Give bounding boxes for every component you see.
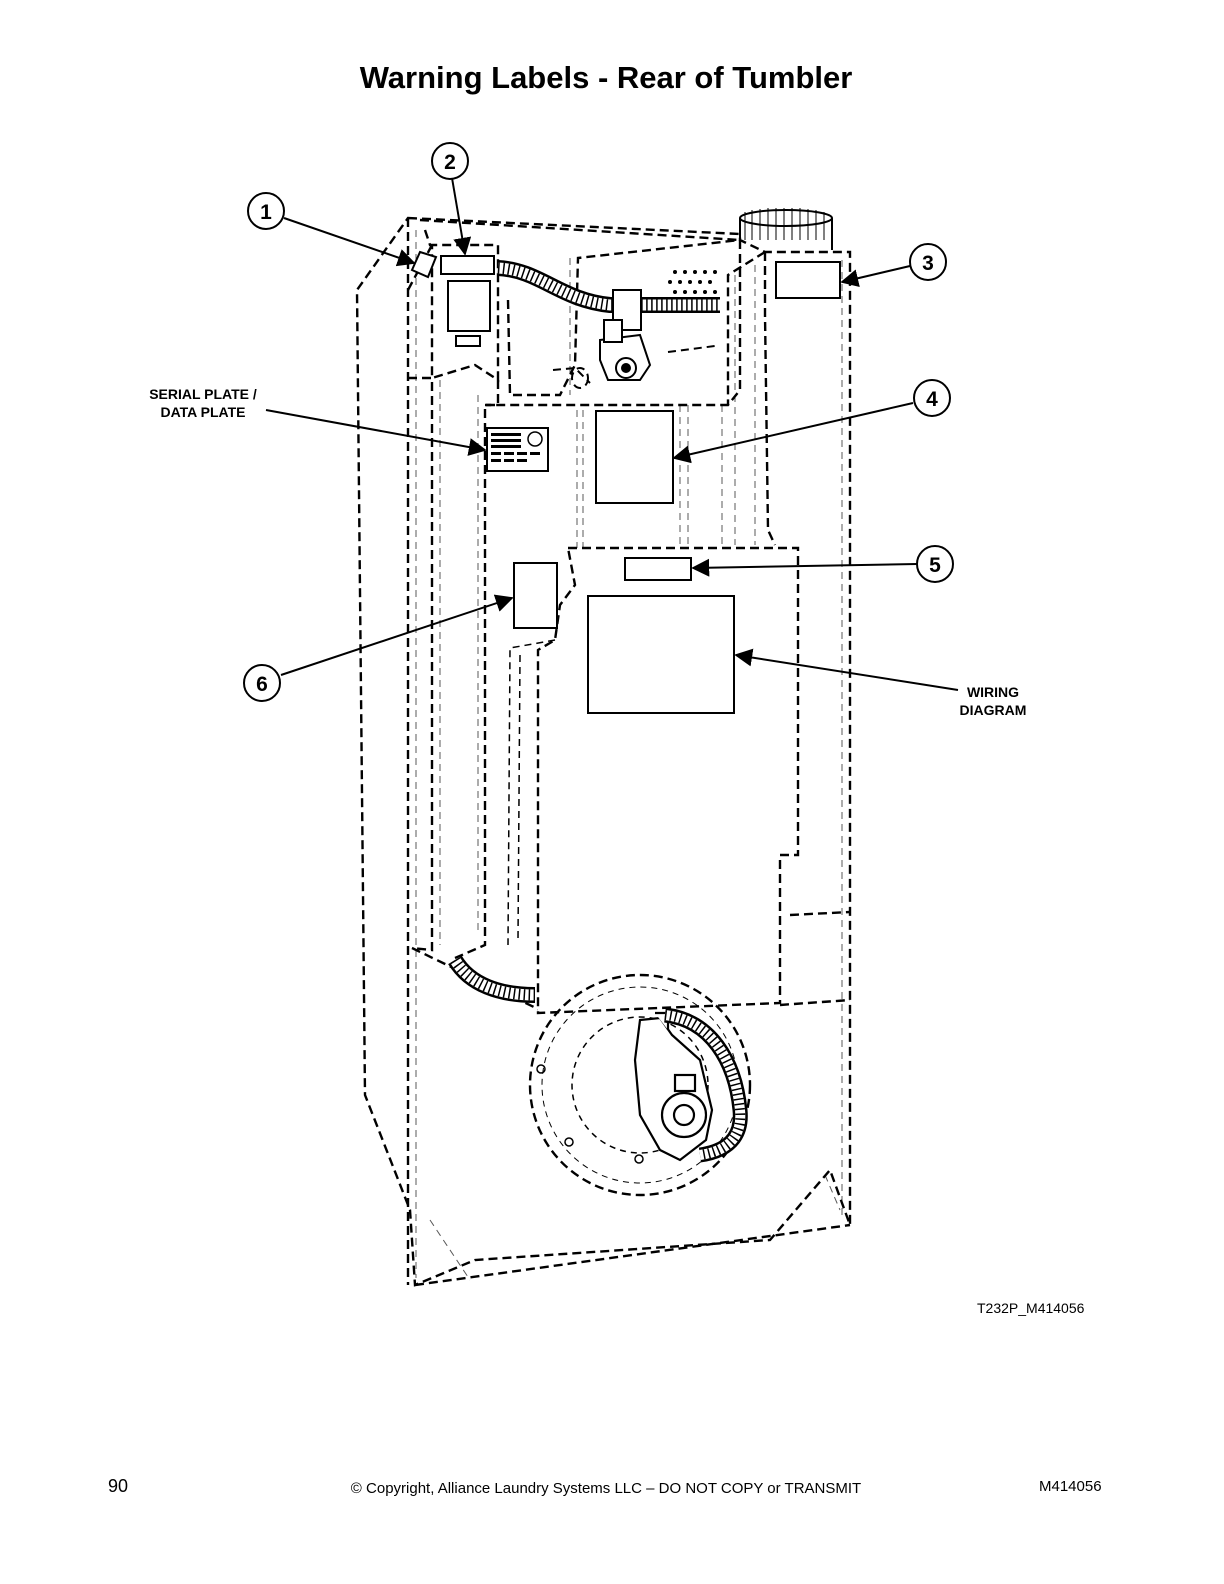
leader-6 xyxy=(280,594,514,676)
leader-serial-plate xyxy=(265,409,487,456)
callout-3-number: 3 xyxy=(922,252,934,275)
warning-label-5 xyxy=(624,557,692,581)
warning-label-3 xyxy=(775,261,841,299)
wiring-diagram-text-line1: WIRING xyxy=(966,684,1020,700)
leader-1 xyxy=(283,217,416,267)
panel-side-dashes xyxy=(507,639,556,946)
callout-4-number: 4 xyxy=(926,388,938,411)
serial-plate-label: SERIAL PLATE / DATA PLATE xyxy=(128,385,278,421)
cabinet-outline xyxy=(355,216,852,1287)
warning-label-2 xyxy=(440,255,495,275)
page-number: 90 xyxy=(108,1476,129,1496)
leader-4 xyxy=(672,402,914,464)
motor-bracket xyxy=(633,1011,714,1162)
top-conduit xyxy=(497,260,720,313)
lower-conduit xyxy=(448,955,536,1003)
valve-assembly xyxy=(599,289,652,381)
serial-plate-label-line2: DATA PLATE xyxy=(160,404,246,420)
wiring-diagram-text-line2: DIAGRAM xyxy=(959,702,1027,718)
leader-2 xyxy=(451,177,472,256)
junction-box xyxy=(447,280,491,347)
callout-6: 6 xyxy=(243,664,281,702)
callout-3: 3 xyxy=(909,243,947,281)
document-number: M414056 xyxy=(1039,1478,1102,1495)
dashed-bracket xyxy=(552,345,716,389)
callout-4: 4 xyxy=(913,379,951,417)
callout-5-number: 5 xyxy=(929,554,941,577)
callout-2: 2 xyxy=(431,142,469,180)
callout-5: 5 xyxy=(916,545,954,583)
serial-plate-label-line1: SERIAL PLATE / xyxy=(149,386,257,402)
warning-label-4 xyxy=(595,410,674,504)
leader-lines xyxy=(265,177,959,691)
callout-2-number: 2 xyxy=(444,151,456,174)
figure-id: T232P_M414056 xyxy=(977,1300,1085,1316)
wiring-diagram-text: WIRING DIAGRAM xyxy=(946,683,1040,719)
leader-3 xyxy=(840,265,911,288)
warning-label-6 xyxy=(513,562,558,629)
callout-6-number: 6 xyxy=(256,673,268,696)
motor-conduit xyxy=(663,1007,748,1163)
exhaust-vent xyxy=(739,208,833,250)
leader-5 xyxy=(691,558,918,577)
leader-wiring-diagram xyxy=(734,648,959,691)
warning-label-1 xyxy=(410,250,438,279)
callout-1: 1 xyxy=(247,192,285,230)
serial-data-plate xyxy=(486,427,549,472)
wiring-diagram-label xyxy=(587,595,735,714)
callout-1-number: 1 xyxy=(260,201,272,224)
copyright-notice: © Copyright, Alliance Laundry Systems LL… xyxy=(350,1480,862,1497)
page-title: Warning Labels - Rear of Tumbler xyxy=(359,60,853,95)
